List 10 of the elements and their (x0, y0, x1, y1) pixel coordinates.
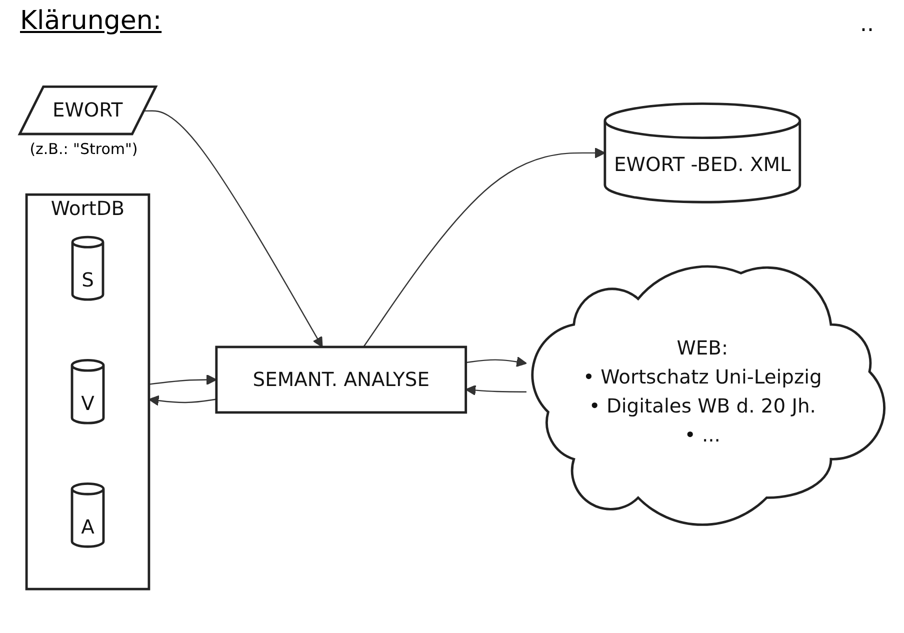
arrow (148, 394, 216, 406)
node-box: SEMANT. ANALYSE (215, 345, 468, 414)
arrow (144, 110, 323, 348)
arrow (148, 374, 217, 385)
diagram-title: Klärungen: (20, 6, 162, 36)
ellipsis-note: .. (860, 12, 874, 37)
arrow (363, 147, 606, 347)
arrow (465, 384, 526, 396)
arrow (466, 356, 527, 367)
node-caption: (z.B.: "Strom") (30, 140, 138, 158)
